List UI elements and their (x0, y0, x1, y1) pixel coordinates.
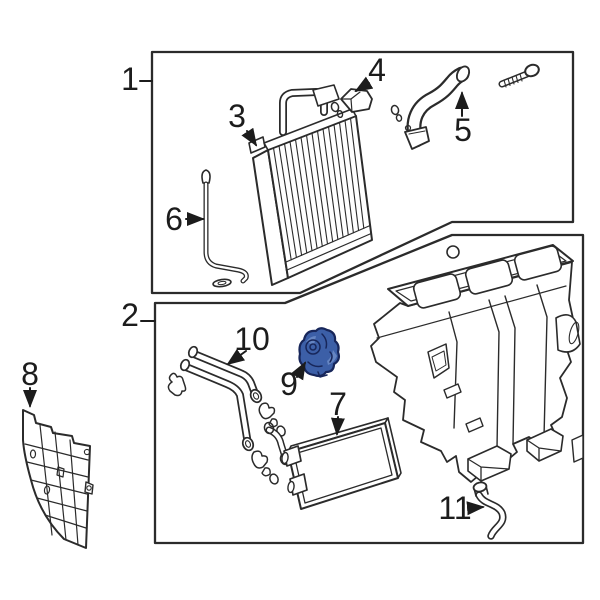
arrow-11 (466, 501, 485, 516)
arrow-9 (290, 361, 306, 381)
water-hose-part-11 (472, 481, 507, 540)
suction-pipe-part-5 (404, 65, 471, 150)
callout-11: 11 (438, 490, 472, 526)
group-box-1 (150, 50, 575, 295)
callout-7: 7 (329, 386, 347, 422)
block-fitting-part-4 (330, 88, 403, 122)
arrow-4 (354, 76, 374, 93)
mounting-bolt (498, 63, 540, 88)
case-cylinder (555, 314, 581, 353)
case-vent-3 (513, 245, 563, 281)
case-vent-2 (464, 259, 514, 295)
pipe-clip (167, 372, 187, 397)
callout-9: 9 (280, 366, 298, 402)
hvac-case-body (370, 244, 584, 483)
arrow-10 (226, 348, 247, 366)
callout-5: 5 (454, 112, 472, 148)
evaporator-core-part-3 (248, 84, 373, 286)
case-vent-1 (412, 273, 462, 309)
callout-4: 4 (368, 52, 386, 88)
callout-10: 10 (234, 321, 270, 357)
callout-8: 8 (21, 356, 39, 392)
line-art-root (22, 50, 585, 549)
callout-2: 2 (121, 297, 139, 333)
callout-leaders (23, 76, 485, 516)
group-box-2 (153, 233, 585, 545)
arrow-7 (330, 416, 345, 436)
callout-6: 6 (165, 201, 183, 237)
heater-pipes-part-10 (167, 345, 286, 485)
cover-panel-part-8 (22, 409, 94, 549)
thermistor-part-6 (201, 169, 249, 288)
heater-core-part-7 (263, 417, 402, 510)
arrow-3 (241, 127, 258, 147)
servo-motor-part-9 (298, 327, 340, 378)
callout-3: 3 (228, 98, 246, 134)
callout-1: 1 (121, 61, 139, 97)
case-knob (446, 245, 460, 259)
